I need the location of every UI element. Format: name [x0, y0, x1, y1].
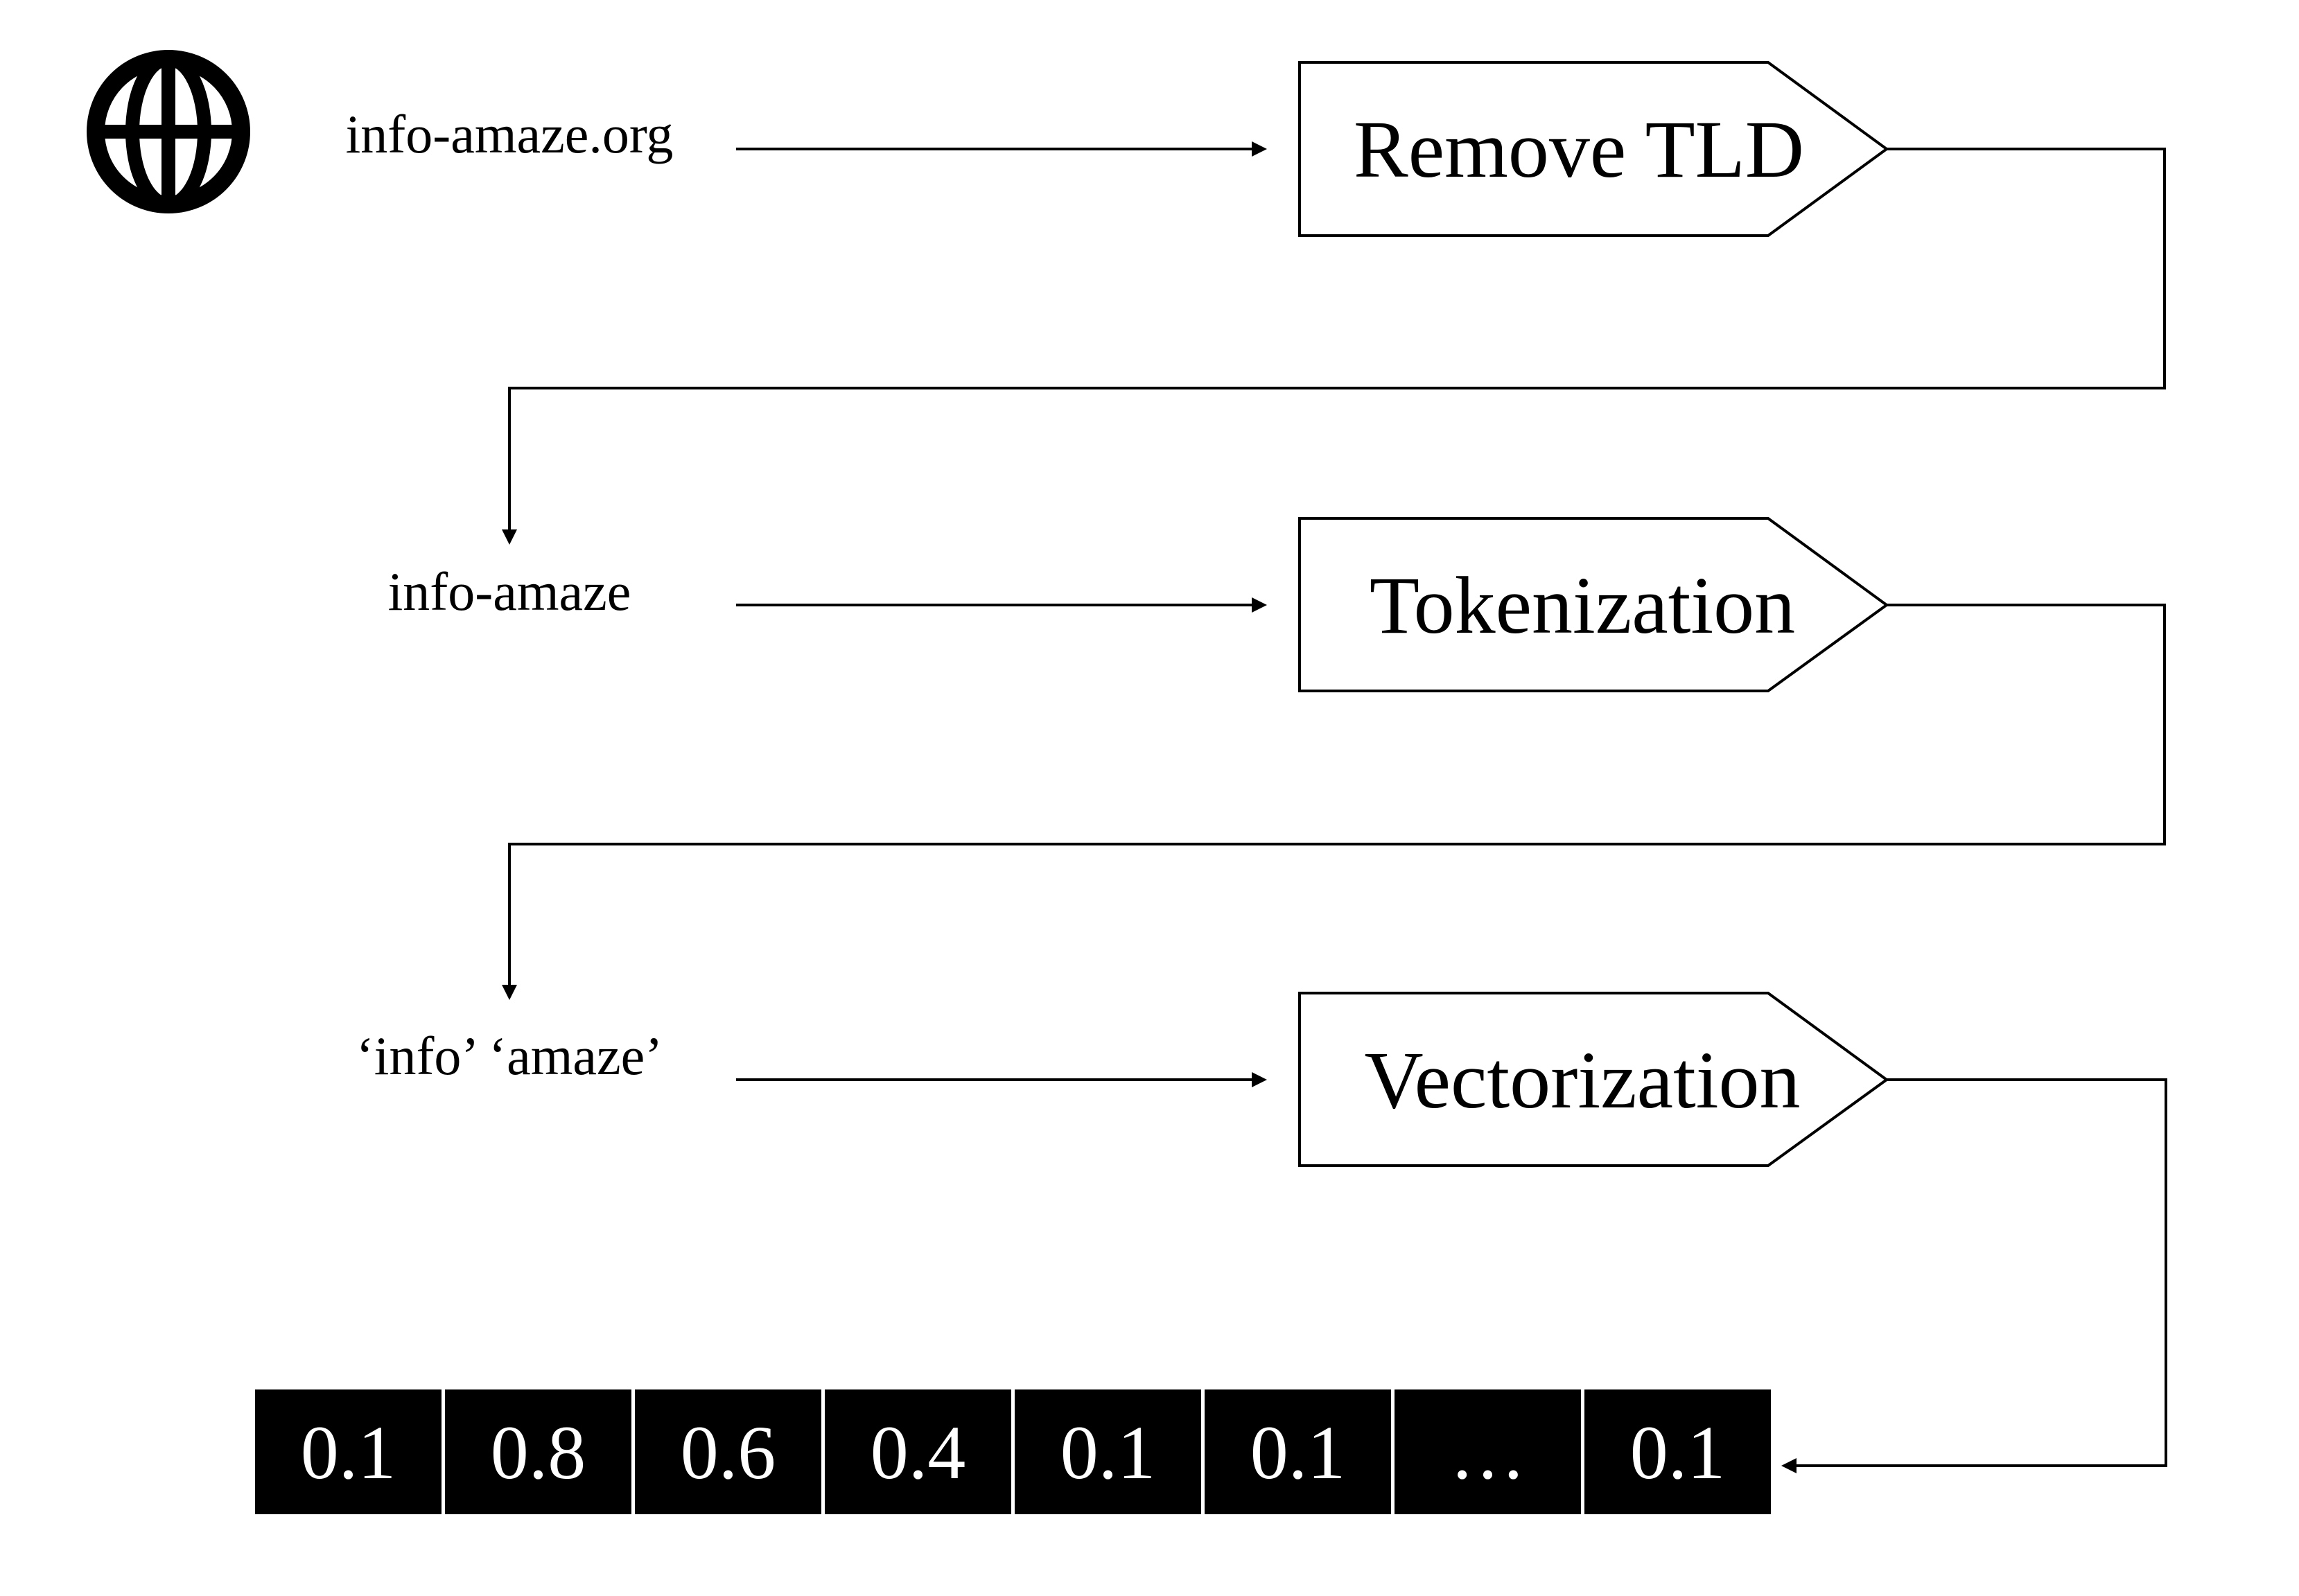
connector-tokenization-to-tokens: [502, 604, 2166, 1000]
vector-cell: 0.1: [1205, 1389, 1391, 1514]
step-tokenization-label: Tokenization: [1370, 560, 1795, 651]
vector-cell-value: 0.1: [1250, 1410, 1346, 1495]
vector-cell: 0.8: [445, 1389, 631, 1514]
vector-cell-value: 0.6: [681, 1410, 776, 1495]
domain-label: info-amaze.org: [346, 104, 674, 164]
vector-cell-value: 0.1: [1060, 1410, 1156, 1495]
globe-icon: [87, 50, 250, 213]
arrow-no-tld-to-tokenization: [736, 597, 1267, 613]
vector-cell-box: [635, 1389, 821, 1514]
vector-cell: 0.1: [255, 1389, 442, 1514]
vector-cell-box: [255, 1389, 442, 1514]
step-remove-tld-label: Remove TLD: [1354, 104, 1804, 195]
connector-remove-tld-to-no-tld: [502, 148, 2166, 545]
vector-cell-value: 0.1: [301, 1410, 396, 1495]
step-vectorization-label: Vectorization: [1364, 1035, 1800, 1125]
vector-cell-value: 0.1: [1630, 1410, 1726, 1495]
vector-cell-box: [1395, 1389, 1581, 1514]
arrow-domain-to-remove-tld: [736, 141, 1267, 157]
vector-cell-box: [445, 1389, 631, 1514]
output-vector: 0.1 0.8 0.6 0.4 0.1 0.1 … 0.1: [255, 1389, 1771, 1514]
vector-cell-box: [825, 1389, 1011, 1514]
vector-cell-box: [1584, 1389, 1771, 1514]
vector-cell-box: [1015, 1389, 1201, 1514]
step-vectorization: Vectorization: [1298, 992, 1889, 1167]
vector-cell-value: 0.4: [871, 1410, 966, 1495]
tokens-label: ‘info’ ‘amaze’: [356, 1026, 663, 1086]
vector-cell-value: 0.8: [491, 1410, 586, 1495]
connector-vectorization-to-vector: [1781, 1078, 2167, 1473]
arrow-tokens-to-vectorization: [736, 1072, 1267, 1087]
vector-cell: 0.4: [825, 1389, 1011, 1514]
step-remove-tld: Remove TLD: [1298, 61, 1889, 237]
vector-cell: …: [1395, 1389, 1581, 1514]
vector-cell: 0.1: [1584, 1389, 1771, 1514]
step-tokenization: Tokenization: [1298, 517, 1889, 692]
vector-cell: 0.6: [635, 1389, 821, 1514]
no-tld-label: info-amaze: [388, 561, 631, 622]
vector-cell: 0.1: [1015, 1389, 1201, 1514]
vector-cell-box: [1205, 1389, 1391, 1514]
vector-cell-value: …: [1450, 1410, 1526, 1495]
